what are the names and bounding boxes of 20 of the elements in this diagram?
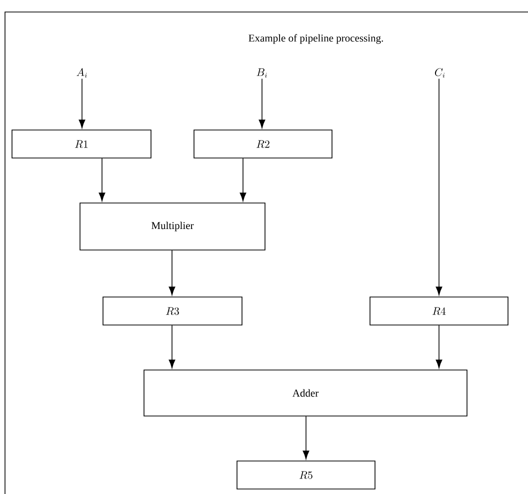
register-box: $R5$ [236, 460, 376, 490]
input-label: $C_i$ [434, 68, 445, 78]
arrow [168, 325, 176, 368]
arrow [240, 158, 246, 202]
register-box: $R3$ [102, 296, 242, 326]
arrow [168, 250, 176, 296]
input-label: $B_i$ [256, 68, 267, 78]
register-box: $R1$ [12, 130, 152, 158]
arrow [436, 78, 442, 296]
arrow [78, 78, 86, 128]
arrow [258, 78, 266, 128]
unit-box: Adder [144, 370, 468, 416]
input-label: $A_i$ [76, 68, 87, 78]
title: Example of pipeline processing. [248, 34, 383, 44]
arrow [98, 158, 106, 202]
unit-box: Multiplier [80, 202, 266, 250]
register-box: $R4$ [370, 296, 508, 326]
arrow [436, 325, 442, 368]
register-box: $R2$ [194, 130, 332, 158]
arrow [302, 416, 310, 460]
